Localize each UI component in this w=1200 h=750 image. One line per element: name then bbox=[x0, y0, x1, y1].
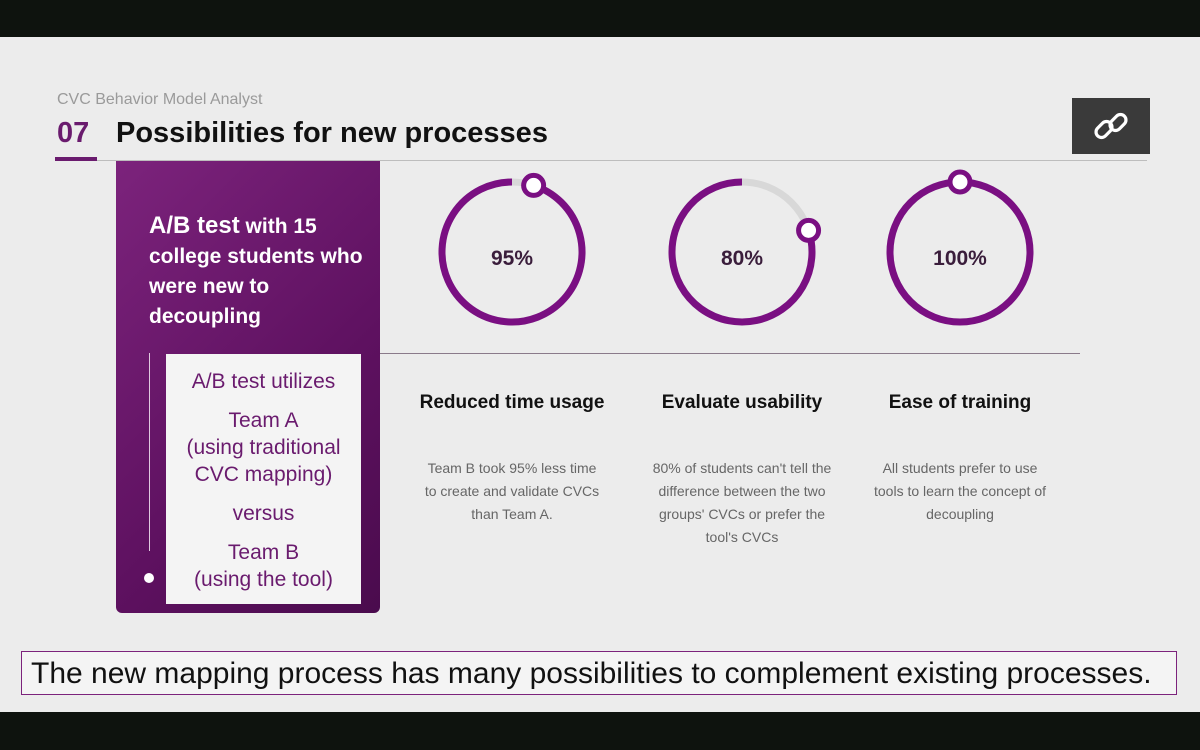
progress-ring bbox=[886, 169, 1034, 326]
box-line-team-b: Team B bbox=[227, 541, 300, 564]
panel-heading-emphasis: A/B test bbox=[149, 212, 240, 239]
letterbox-top bbox=[0, 0, 1200, 37]
panel-heading-rest: with 15 college students who were new to… bbox=[149, 215, 363, 328]
panel-vertical-line bbox=[149, 353, 150, 551]
metric-label: Reduced time usage bbox=[419, 392, 605, 413]
box-line-team-a-desc: (using traditional CVC mapping) bbox=[186, 436, 341, 486]
metric-value: 95% bbox=[490, 247, 534, 270]
ab-test-details-box: A/B test utilizes Team A (using traditio… bbox=[166, 354, 361, 604]
chain-link-icon bbox=[1094, 112, 1128, 140]
ring-end-knob bbox=[947, 169, 973, 195]
letterbox-bottom bbox=[0, 712, 1200, 750]
metric-description: 80% of students can't tell the differenc… bbox=[652, 460, 832, 545]
ring-progress-arc bbox=[668, 178, 816, 326]
section-number: 07 bbox=[57, 117, 90, 149]
panel-heading: A/B test with 15 college students who we… bbox=[149, 211, 369, 332]
ring-end-knob bbox=[521, 172, 547, 198]
metric-description: All students prefer to use tools to lear… bbox=[874, 460, 1046, 522]
slide: CVC Behavior Model Analyst 07 Possibilit… bbox=[0, 37, 1200, 712]
link-button[interactable] bbox=[1072, 98, 1150, 154]
progress-ring bbox=[438, 172, 586, 326]
box-line-team-a: Team A bbox=[228, 409, 299, 432]
conclusion-banner: The new mapping process has many possibi… bbox=[21, 651, 1177, 695]
progress-ring bbox=[668, 178, 822, 326]
ring-end-knob bbox=[796, 217, 822, 243]
page-title: Possibilities for new processes bbox=[116, 117, 548, 149]
ring-progress-arc bbox=[438, 178, 586, 326]
box-line-intro: A/B test utilizes bbox=[191, 370, 336, 393]
metrics-divider bbox=[380, 353, 1080, 354]
metric-label: Evaluate usability bbox=[661, 392, 823, 413]
box-line-versus: versus bbox=[232, 502, 295, 525]
section-underline bbox=[55, 157, 97, 161]
ab-test-panel: A/B test with 15 college students who we… bbox=[116, 161, 380, 613]
metric-label: Ease of training bbox=[888, 392, 1032, 413]
title-divider bbox=[97, 160, 1147, 161]
ring-progress-arc bbox=[886, 178, 1034, 326]
metric-value: 100% bbox=[933, 247, 987, 270]
metric-description: Team B took 95% less time to create and … bbox=[424, 460, 600, 522]
box-line-team-b-desc: (using the tool) bbox=[194, 568, 333, 591]
metric-value: 80% bbox=[720, 247, 764, 270]
slide-subtitle: CVC Behavior Model Analyst bbox=[57, 91, 263, 108]
panel-bullet-dot bbox=[144, 573, 154, 583]
